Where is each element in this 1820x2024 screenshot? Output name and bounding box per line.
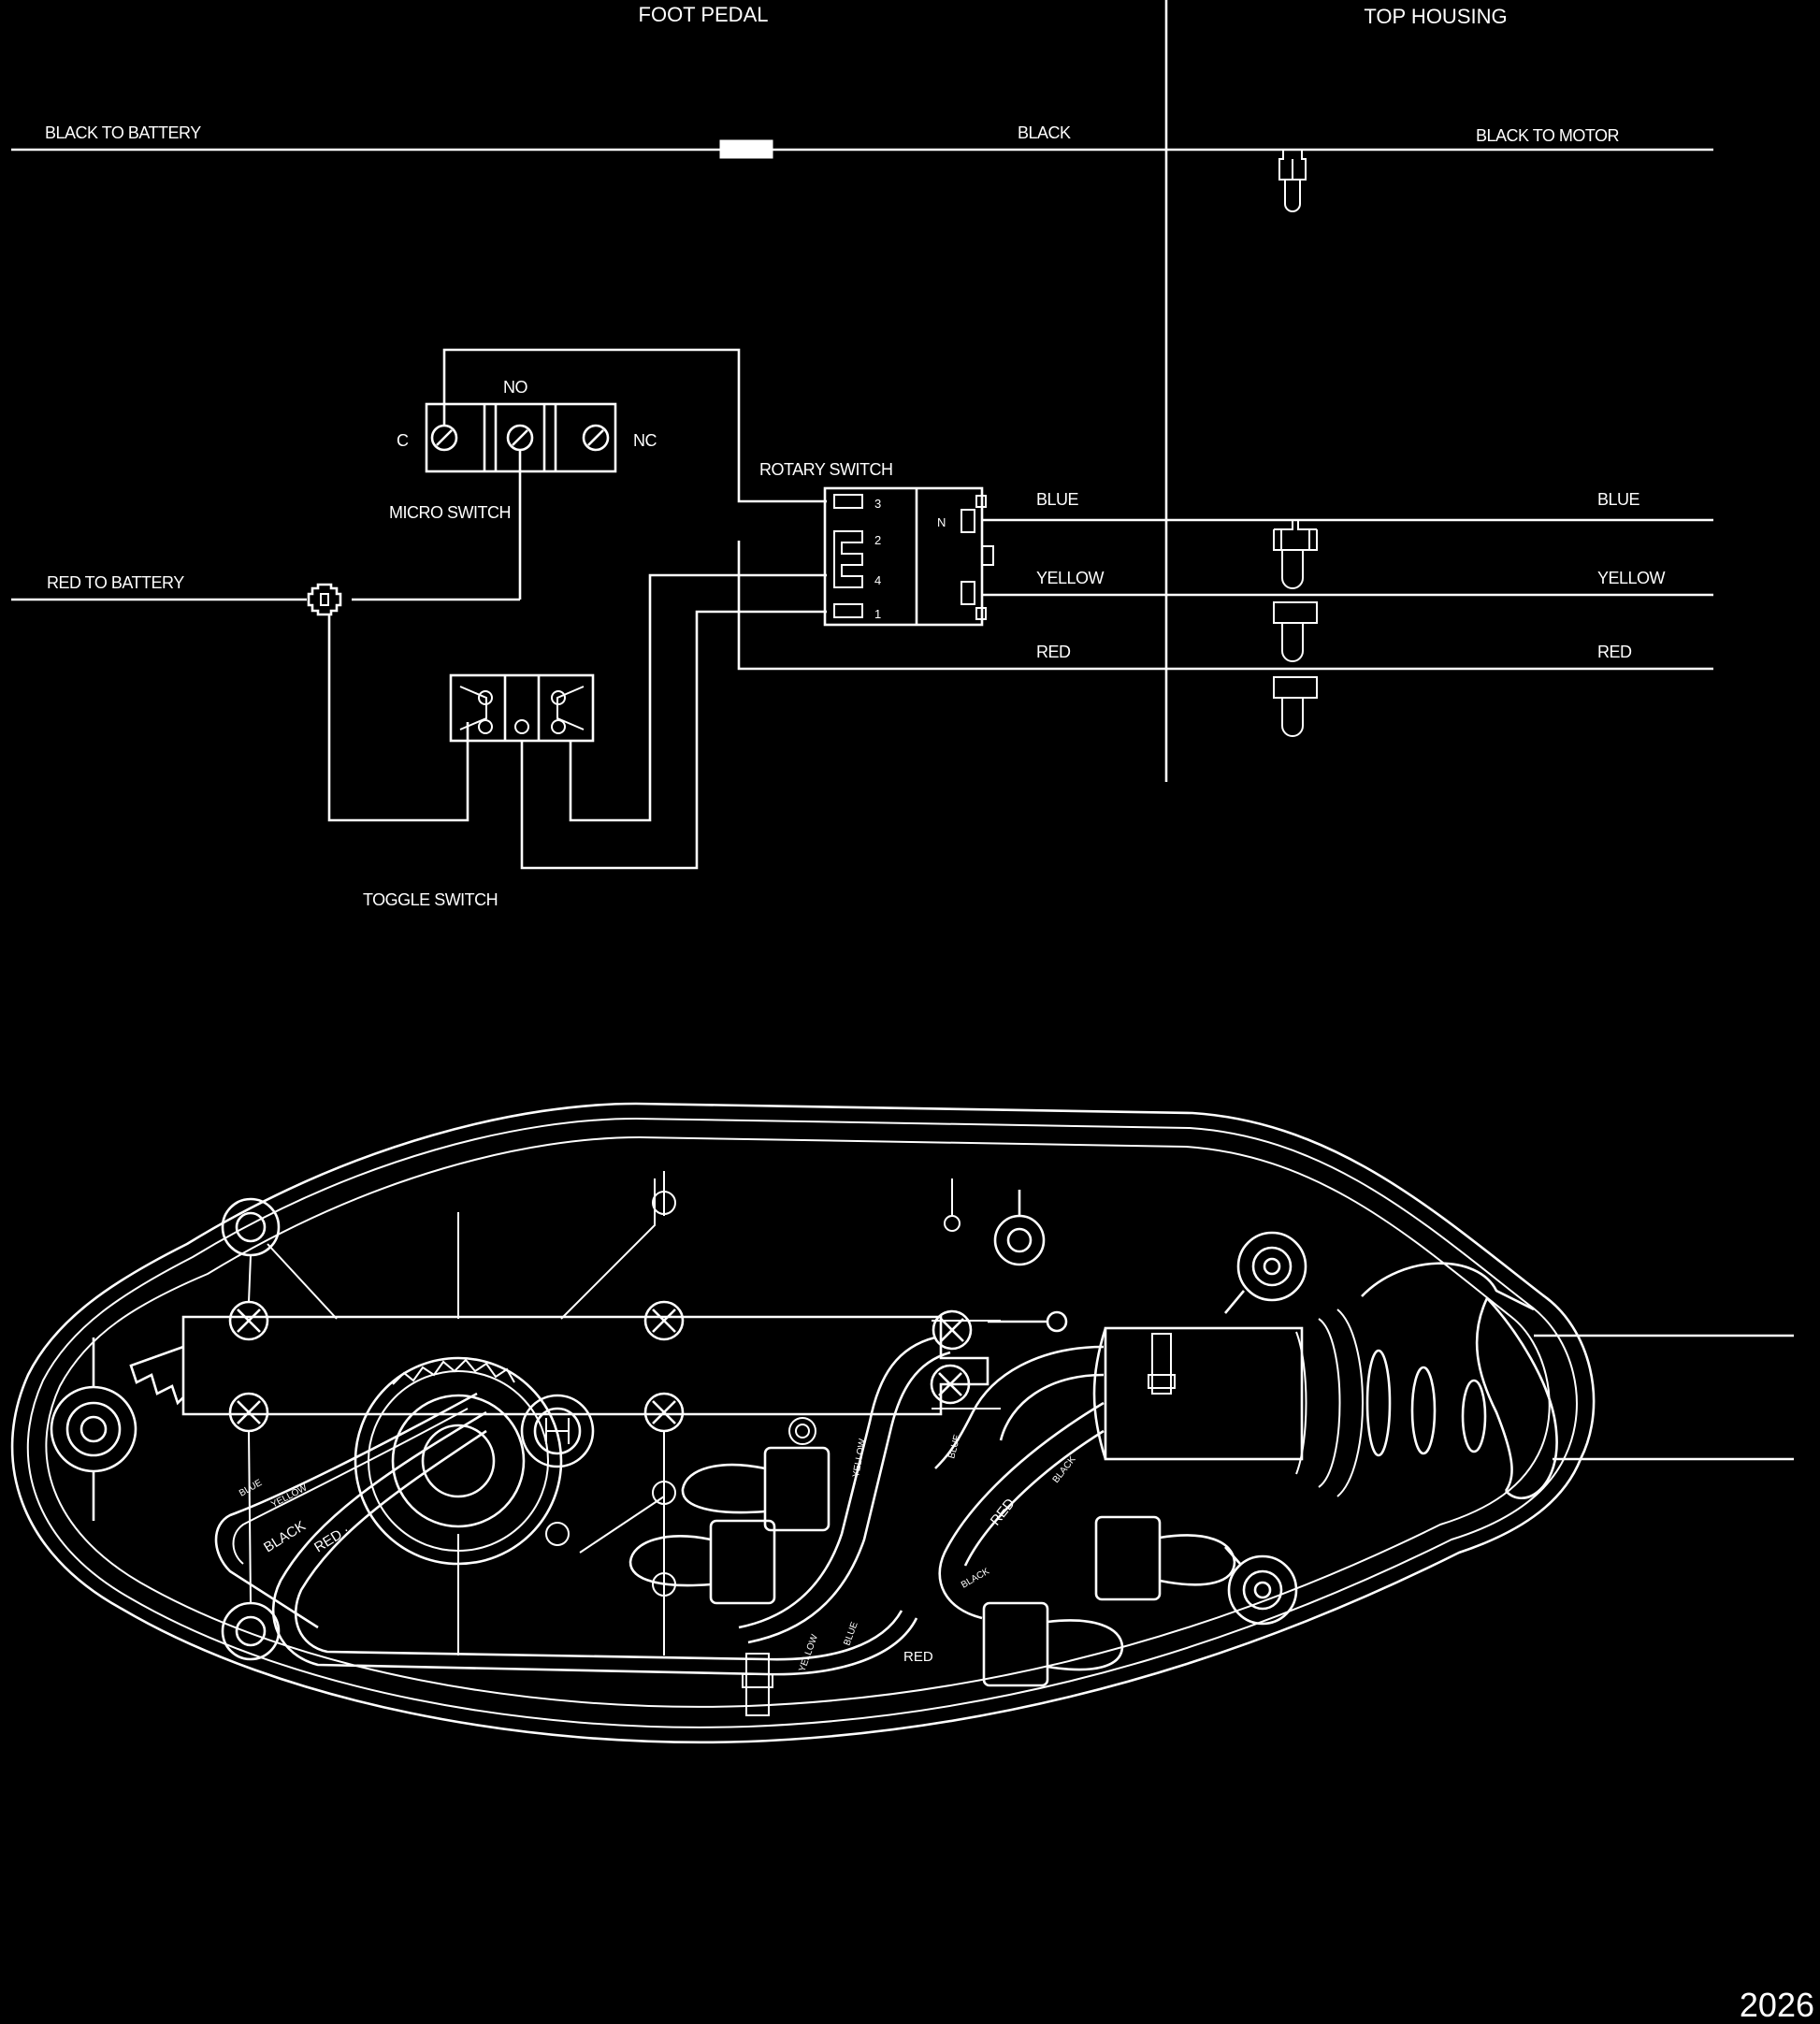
blue-wire: BLUE BLUE (982, 490, 1713, 522)
rotary-switch-label: ROTARY SWITCH (759, 460, 893, 479)
rotary-terminal-4: 4 (874, 573, 881, 587)
gear-rack (129, 1310, 1068, 1416)
rotary-terminal-3: 3 (874, 497, 881, 511)
foot-pedal-heading: FOOT PEDAL (639, 3, 769, 26)
blue-label-left: BLUE (1036, 490, 1079, 509)
top-housing-illustration: BLUE YELLOW BLACK RED · YELLOW BLUE RED … (10, 1102, 1794, 1744)
toggle-to-rotary-4-wire (569, 573, 827, 822)
frame-struts (248, 1171, 961, 1655)
black-to-battery-label: BLACK TO BATTERY (45, 123, 201, 142)
blue-bullet-connector (1273, 520, 1318, 589)
micro-c-to-rotary-wire (442, 348, 827, 503)
micro-switch-label: MICRO SWITCH (389, 503, 511, 522)
harness-clip (745, 1653, 770, 1716)
red-wire: RED RED (737, 541, 1713, 671)
yellow-wire: YELLOW YELLOW (982, 569, 1713, 597)
black-to-motor-label: BLACK TO MOTOR (1476, 126, 1620, 145)
harness-plug-4 (982, 1601, 1124, 1687)
top-housing-heading: TOP HOUSING (1364, 5, 1507, 28)
cable-tie (1151, 1333, 1172, 1395)
rotary-n-label: N (937, 515, 946, 529)
figure-number: 2026 (1740, 1986, 1814, 2024)
bolt-6 (930, 1364, 971, 1405)
rotary-switch: 3 2 4 1 N ROTARY SWITCH (759, 460, 994, 627)
vent-oval-2 (1410, 1366, 1437, 1455)
yellow-label-right: YELLOW (1597, 569, 1666, 587)
red-label-right: RED (1597, 643, 1632, 661)
red-label-left: RED (1036, 643, 1071, 661)
bolt-3 (932, 1309, 973, 1351)
red-splice-connector (307, 583, 342, 616)
blue-label-right: BLUE (1597, 490, 1640, 509)
terminal-nc-label: NC (633, 431, 657, 450)
black-bullet-connector (1278, 150, 1307, 212)
mounting-post-left (50, 1337, 137, 1521)
housing-red-label-3: RED (903, 1649, 933, 1665)
vent-oval-1 (1365, 1349, 1392, 1457)
red-to-battery-wire: RED TO BATTERY (11, 450, 522, 822)
mounting-post-top-mid (993, 1190, 1046, 1266)
terminal-no-label: NO (503, 378, 527, 397)
harness-plug-3 (1094, 1515, 1236, 1601)
harness-plug-1 (681, 1446, 831, 1532)
yellow-label-left: YELLOW (1036, 569, 1105, 587)
shaft-tube (1092, 1326, 1794, 1461)
toggle-switch-label: TOGGLE SWITCH (363, 890, 498, 909)
vent-oval-3 (1461, 1379, 1487, 1453)
bolt-2 (643, 1300, 685, 1341)
housing-nose (1295, 1262, 1558, 1500)
black-wire: BLACK TO BATTERY BLACK BLACK TO MOTOR (11, 123, 1713, 212)
schematic: FOOT PEDAL TOP HOUSING BLACK TO BATTERY … (11, 0, 1713, 909)
harness-plug-2 (628, 1519, 776, 1605)
toggle-to-rotary-1-wire (520, 610, 827, 870)
screw-terminal-nc (582, 424, 610, 452)
inline-fuse (719, 139, 773, 159)
rotary-terminal-2: 2 (874, 533, 881, 547)
wire-harness (214, 1336, 1105, 1676)
terminal-c-label: C (397, 431, 409, 450)
housing-outer-shell (10, 1102, 1596, 1744)
yellow-bullet-connector (1273, 601, 1318, 662)
red-bullet-connector (1273, 676, 1318, 737)
rotary-terminal-1: 1 (874, 607, 881, 621)
mounting-post-top-right (1224, 1231, 1307, 1314)
black-label: BLACK (1018, 123, 1071, 142)
red-to-battery-label: RED TO BATTERY (47, 573, 184, 592)
